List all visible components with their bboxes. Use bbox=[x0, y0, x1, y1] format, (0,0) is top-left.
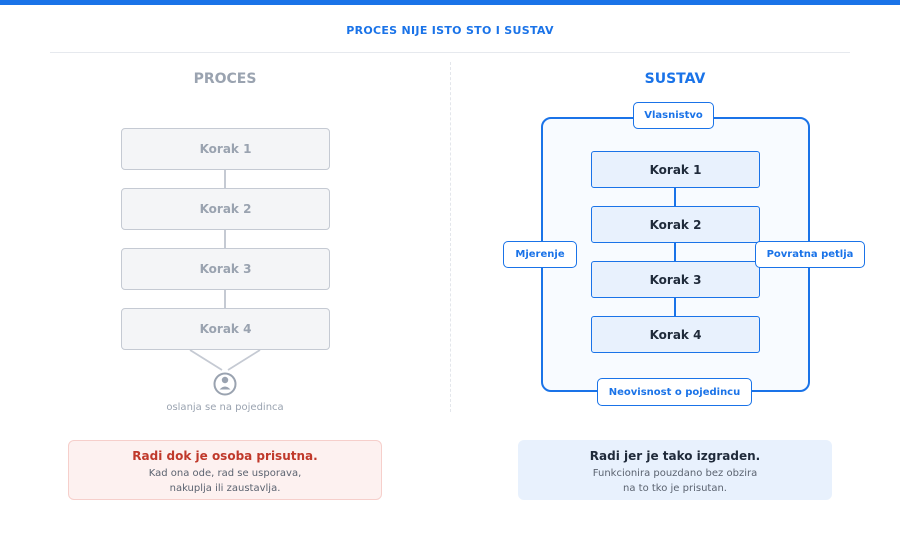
system-note-headline: Radi jer je tako izgraden. bbox=[589, 449, 761, 463]
funnel-line-left bbox=[189, 349, 223, 371]
system-step-2: Korak 2 bbox=[591, 206, 760, 243]
process-step-1: Korak 1 bbox=[121, 128, 330, 170]
process-note-body: Kad ona ode, rad se usporava, nakuplja i… bbox=[69, 466, 381, 496]
system-connector bbox=[674, 297, 676, 316]
system-note-body: Funkcionira pouzdano bez obzira na to tk… bbox=[519, 466, 831, 496]
top-accent-bar bbox=[0, 0, 900, 5]
system-note-line-1: Funkcionira pouzdano bez obzira bbox=[592, 468, 758, 479]
process-step-3: Korak 3 bbox=[121, 248, 330, 290]
system-step-1: Korak 1 bbox=[591, 151, 760, 188]
process-note-headline: Radi dok je osoba prisutna. bbox=[132, 449, 318, 463]
process-note-line-2: nakuplja ili zaustavlja. bbox=[169, 483, 281, 494]
system-connector bbox=[674, 187, 676, 206]
system-note-line-2: na to tko je prisutan. bbox=[623, 483, 727, 494]
person-caption: oslanja se na pojedinca bbox=[166, 402, 284, 413]
system-connector bbox=[674, 242, 676, 261]
title-divider bbox=[50, 52, 850, 53]
label-feedback-loop: Povratna petlja bbox=[755, 241, 865, 268]
process-note-line-1: Kad ona ode, rad se usporava, bbox=[148, 468, 302, 479]
process-step-4: Korak 4 bbox=[121, 308, 330, 350]
funnel-line-right bbox=[227, 349, 261, 371]
system-step-3: Korak 3 bbox=[591, 261, 760, 298]
label-ownership: Vlasnistvo bbox=[633, 102, 714, 129]
column-divider bbox=[450, 62, 451, 412]
page-title: PROCES NIJE ISTO STO I SUSTAV bbox=[346, 24, 554, 37]
person-icon bbox=[213, 372, 237, 396]
system-note: Radi jer je tako izgraden. Funkcionira p… bbox=[518, 440, 832, 500]
system-step-4: Korak 4 bbox=[591, 316, 760, 353]
process-connector bbox=[224, 230, 226, 248]
label-independence: Neovisnost o pojedincu bbox=[597, 378, 752, 406]
process-step-2: Korak 2 bbox=[121, 188, 330, 230]
label-measurement: Mjerenje bbox=[503, 241, 577, 268]
system-heading: SUSTAV bbox=[644, 71, 706, 87]
process-connector bbox=[224, 170, 226, 188]
process-note: Radi dok je osoba prisutna. Kad ona ode,… bbox=[68, 440, 382, 500]
process-connector bbox=[224, 290, 226, 308]
process-heading: PROCES bbox=[193, 71, 257, 87]
